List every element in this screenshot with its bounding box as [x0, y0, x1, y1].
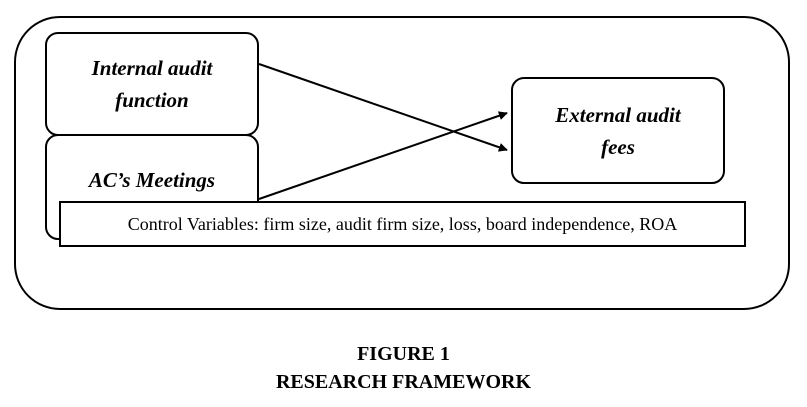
framework-container: [14, 16, 790, 310]
internal-audit-label-line1: Internal audit: [91, 56, 213, 80]
figure-number: FIGURE 1: [357, 343, 450, 365]
arrow-ac-meetings-to-fees: [258, 111, 508, 200]
ac-meetings-label: AC’s Meetings: [88, 168, 216, 192]
arrow-internal-audit-to-fees: [258, 63, 508, 152]
external-audit-label-line1: External audit: [555, 102, 681, 127]
external-audit-fees-box: External audit fees: [511, 77, 725, 184]
external-audit-label-line2: fees: [601, 134, 635, 159]
internal-audit-label-line2: function: [115, 88, 189, 112]
control-variables-box: Control Variables: firm size, audit firm…: [59, 201, 746, 247]
control-variables-label: Control Variables: firm size, audit firm…: [127, 213, 678, 234]
figure-title: RESEARCH FRAMEWORK: [275, 371, 531, 393]
